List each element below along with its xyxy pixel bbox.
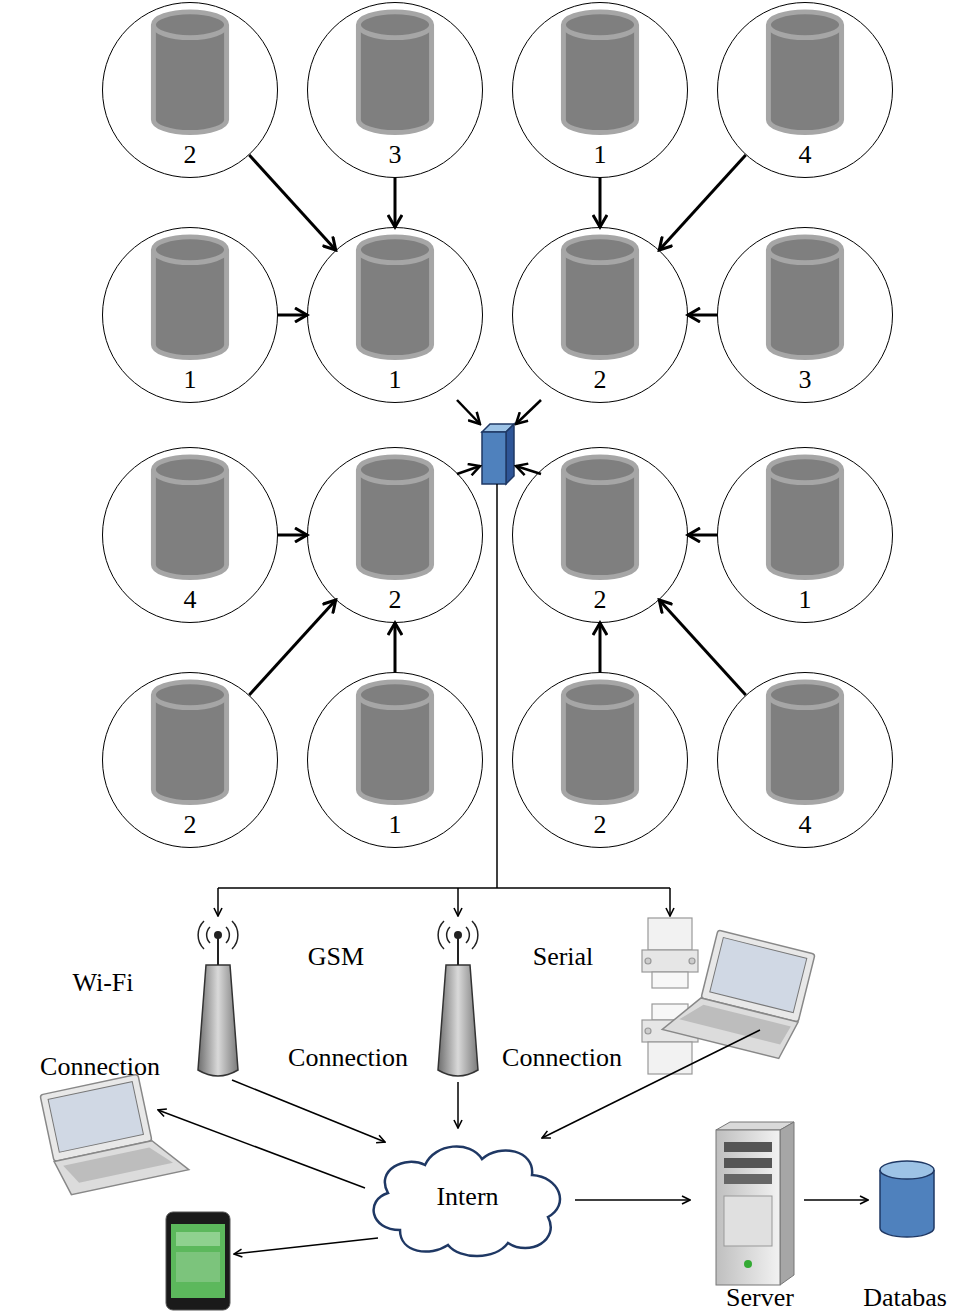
sensor-node: 2 [512,447,688,623]
device-label: Connection [502,1044,622,1073]
flow-arrow [688,314,717,317]
node-number: 2 [184,141,197,170]
serial-connector [642,918,698,1074]
sensor-node: 1 [102,227,278,403]
cloud-label: Intern [436,1183,498,1212]
sensor-node: 4 [102,447,278,623]
node-number: 3 [389,141,402,170]
flow-arrow [599,623,602,672]
flow-arrow [659,155,745,250]
device-label: Connection [40,1053,160,1082]
sensor-node: 1 [717,447,893,623]
flow-arrow [249,600,335,695]
device-label: Wi-Fi [72,969,133,998]
flow-arrow [599,178,602,227]
server [716,1122,794,1285]
antenna [198,921,478,1076]
node-number: 1 [389,366,402,395]
node-number: 4 [799,811,812,840]
node-number: 1 [799,586,812,615]
flow-arrow [394,623,397,672]
sensor-node: 1 [307,672,483,848]
sensor-node: 4 [717,672,893,848]
node-number: 2 [389,586,402,615]
sensor-node: 2 [102,672,278,848]
sensor-node: 1 [512,2,688,178]
node-number: 1 [184,366,197,395]
sensor-node: 1 [307,227,483,403]
phone [166,1212,230,1310]
sensor-node: 2 [512,672,688,848]
sensor-node: 3 [307,2,483,178]
node-number: 1 [594,141,607,170]
flow-arrow [659,600,745,695]
laptop [40,1068,189,1197]
device-label: GSM [308,943,364,972]
cloud-node: Intern [360,1135,575,1260]
device-label: Databas [863,1284,947,1312]
device-label: Connection [288,1044,408,1073]
node-number: 4 [184,586,197,615]
flow-arrow [278,314,307,317]
database [880,1161,934,1237]
gateway [482,424,514,484]
sensor-node: 2 [512,227,688,403]
node-number: 3 [799,366,812,395]
sensor-node: 2 [307,447,483,623]
sensor-node: 2 [102,2,278,178]
node-number: 1 [389,811,402,840]
node-number: 2 [594,366,607,395]
flow-arrow [249,155,335,250]
sensor-node: 3 [717,227,893,403]
flow-arrow [688,534,717,537]
antenna [438,921,478,1076]
flow-arrow [278,534,307,537]
node-number: 4 [799,141,812,170]
antenna [198,921,238,1076]
device-label: Server [726,1284,794,1312]
sensor-node: 4 [717,2,893,178]
node-number: 2 [594,811,607,840]
node-number: 2 [594,586,607,615]
gateway-arrows [457,400,541,474]
device-label: Serial [533,943,594,972]
flow-arrow [394,178,397,227]
node-number: 2 [184,811,197,840]
